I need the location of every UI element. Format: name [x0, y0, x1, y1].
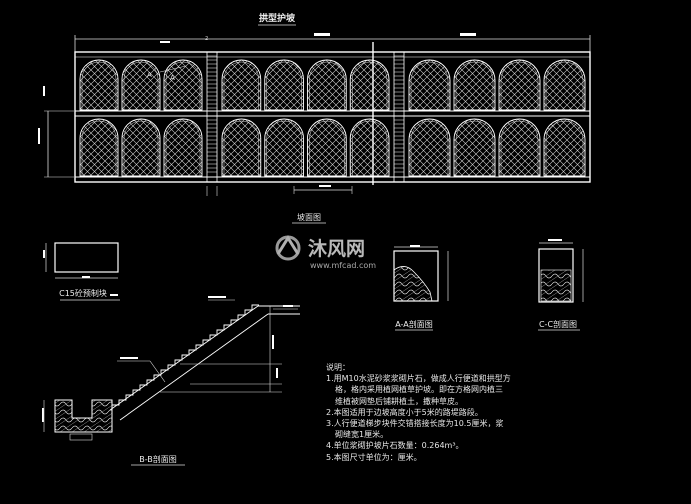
arch-cell	[121, 59, 161, 111]
arch-cell	[307, 59, 347, 111]
arch-cell-inner	[266, 120, 302, 176]
marker-a-top: A	[147, 71, 152, 79]
arch-cell	[221, 118, 262, 177]
arch-cell	[498, 118, 541, 177]
note-line-7: 4.单位浆砌护坡片石数量：0.264m³。	[326, 441, 464, 451]
arch-cell-inner	[309, 61, 345, 110]
note-line-3: 维植被网垫后铺耕植土，撒种草皮。	[335, 396, 463, 406]
arch-cell	[163, 118, 203, 177]
marker-a-label: A	[170, 74, 175, 82]
arch-cell	[543, 59, 586, 111]
arch-grid	[79, 59, 586, 177]
watermark: 沐风网 www.mfcad.com	[272, 230, 422, 276]
note-line-8: 5.本图尺寸单位为：厘米。	[326, 452, 422, 462]
arch-cell-inner	[165, 120, 201, 176]
arch-cell	[349, 118, 390, 177]
arch-cell	[163, 59, 203, 111]
arch-cell-inner	[500, 61, 539, 110]
caption-precast-block: C15砼预制块	[59, 288, 107, 298]
note-line-4: 2.本图适用于边坡高度小于5米的路堤路段。	[326, 407, 483, 417]
section-bb-view: B-B剖面图	[42, 296, 300, 466]
watermark-url: www.mfcad.com	[310, 261, 376, 270]
stair-band-1	[206, 51, 218, 183]
arch-cell-inner	[223, 61, 259, 110]
arch-cell-inner	[545, 61, 584, 110]
arch-cell	[307, 118, 347, 177]
mfcad-logo-icon	[275, 235, 301, 261]
arch-cell-inner	[410, 61, 449, 110]
section-cc-view: C-C剖面图	[538, 239, 584, 331]
arch-cell-inner	[545, 120, 584, 176]
arch-cell-inner	[500, 120, 539, 176]
arch-cell-inner	[352, 61, 388, 110]
arch-cell	[79, 59, 119, 111]
arch-cell	[453, 59, 496, 111]
watermark-brand: 沐风网	[308, 238, 365, 260]
arch-cell	[349, 59, 390, 111]
arch-cell	[121, 118, 161, 177]
arch-cell	[221, 59, 262, 111]
note-line-2: 格，格内采用植网植草护坡。即在方格网内植三	[335, 385, 503, 395]
arch-cell	[498, 59, 541, 111]
note-line-1: 1.用M10水泥砂浆浆砌片石，做成人行便道和拱型方	[326, 374, 511, 384]
caption-section-bb: B-B剖面图	[139, 454, 177, 464]
arch-cell	[264, 118, 304, 177]
stair-band-2	[393, 51, 405, 183]
arch-cell-inner	[352, 120, 388, 176]
elevation-view: 2 A A	[38, 33, 591, 196]
arch-cell	[453, 118, 496, 177]
svg-text:2: 2	[205, 36, 208, 42]
arch-cell-inner	[81, 61, 117, 110]
arch-cell-inner	[309, 120, 345, 176]
note-line-6: 砌缝宽1厘米。	[335, 430, 389, 440]
precast-block-view: C15砼预制块	[43, 242, 120, 301]
arch-cell-inner	[123, 120, 159, 176]
arch-cell-inner	[410, 120, 449, 176]
arch-cell-inner	[123, 61, 159, 110]
arch-cell-inner	[455, 61, 494, 110]
notes-block: 说明： 1.用M10水泥砂浆浆砌片石，做成人行便道和拱型方 格，格内采用植网植草…	[326, 362, 656, 463]
arch-cell	[79, 118, 119, 177]
arch-cell	[408, 118, 451, 177]
caption-elevation: 坡面图	[297, 212, 321, 222]
arch-cell	[264, 59, 304, 111]
caption-section-cc: C-C剖面图	[539, 319, 577, 329]
notes-heading: 说明：	[326, 363, 350, 372]
arch-cell-inner	[455, 120, 494, 176]
note-line-5: 3.人行便道梯步块件交错搭接长度为10.5厘米，浆	[326, 419, 504, 429]
arch-cell	[408, 59, 451, 111]
arch-cell-inner	[165, 61, 201, 110]
arch-cell-inner	[81, 120, 117, 176]
caption-section-aa: A-A剖面图	[395, 319, 432, 329]
arch-cell	[543, 118, 586, 177]
arch-cell-inner	[223, 120, 259, 176]
section-aa-view: A-A剖面图	[393, 245, 449, 331]
drawing-title: 拱型护坡	[259, 12, 296, 24]
arch-cell-inner	[266, 61, 302, 110]
